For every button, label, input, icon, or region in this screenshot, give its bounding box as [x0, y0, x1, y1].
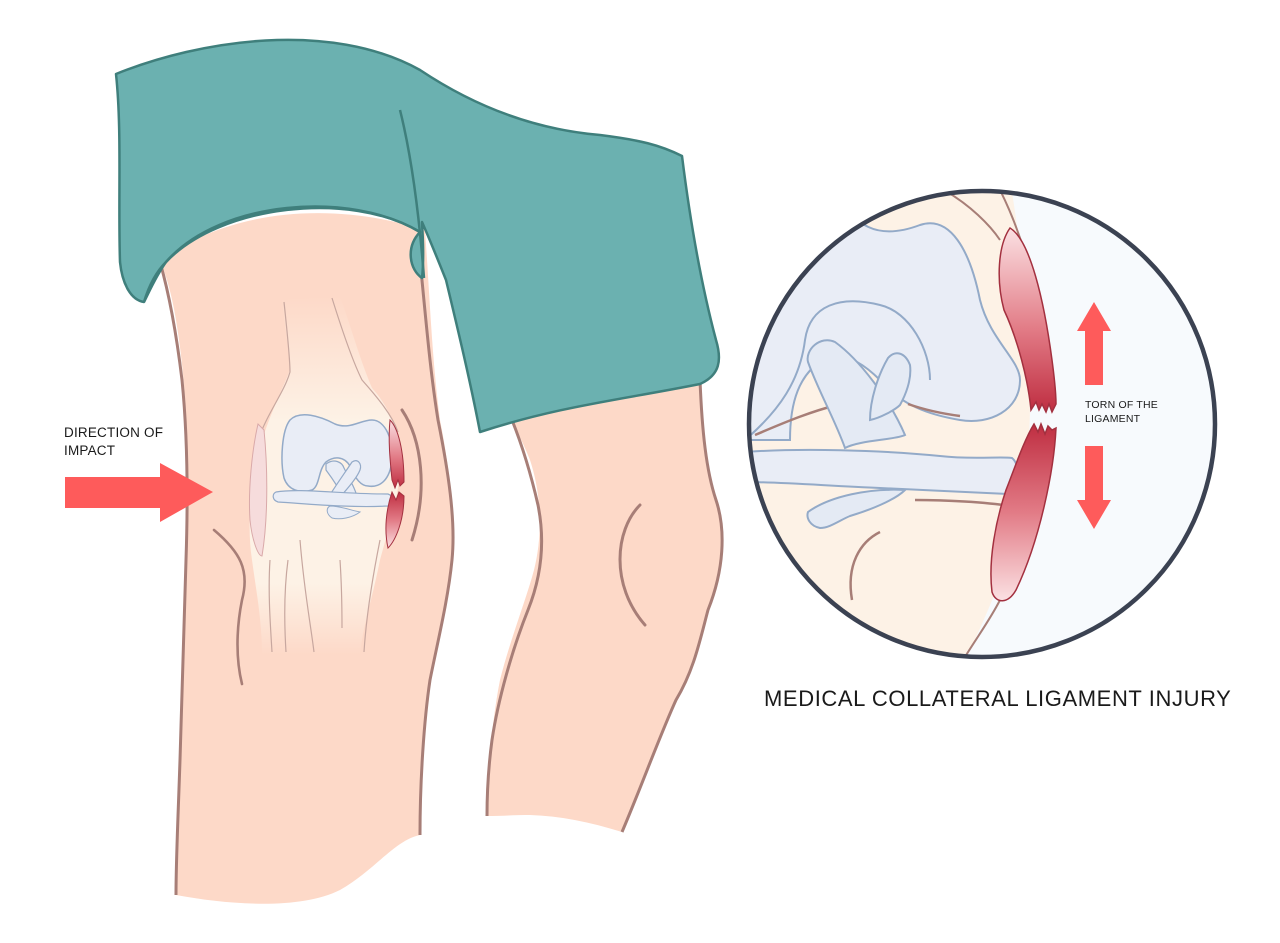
- torn-label-line2: LIGAMENT: [1085, 413, 1141, 426]
- femur-cartilage: [281, 414, 393, 493]
- rear-knee-crease: [618, 503, 647, 627]
- mcl-torn-top-magnified: [998, 226, 1057, 414]
- rear-leg: [487, 380, 723, 832]
- impact-arrow-icon: [65, 463, 213, 522]
- shorts: [114, 38, 721, 434]
- mcl-torn-top: [388, 418, 405, 490]
- illustration-title: MEDICAL COLLATERAL LIGAMENT INJURY: [764, 686, 1232, 711]
- magnifier-ring: [746, 188, 1218, 660]
- direction-of-impact-label: DIRECTION OF IMPACT: [64, 424, 163, 460]
- magnified-view: [746, 188, 1218, 660]
- torn-label-line1: TORN OF THE: [1085, 399, 1158, 411]
- mcl-torn-bottom: [385, 490, 405, 549]
- arrow-down-icon: [1077, 446, 1111, 529]
- mcl-torn-bottom-magnified: [990, 421, 1057, 602]
- impact-label-line1: DIRECTION OF: [64, 425, 164, 440]
- torn-ligament-label: TORN OF THE LIGAMENT: [1085, 398, 1158, 426]
- legs: [114, 38, 724, 904]
- impact-label-line2: IMPACT: [64, 443, 116, 459]
- arrow-up-icon: [1077, 302, 1111, 385]
